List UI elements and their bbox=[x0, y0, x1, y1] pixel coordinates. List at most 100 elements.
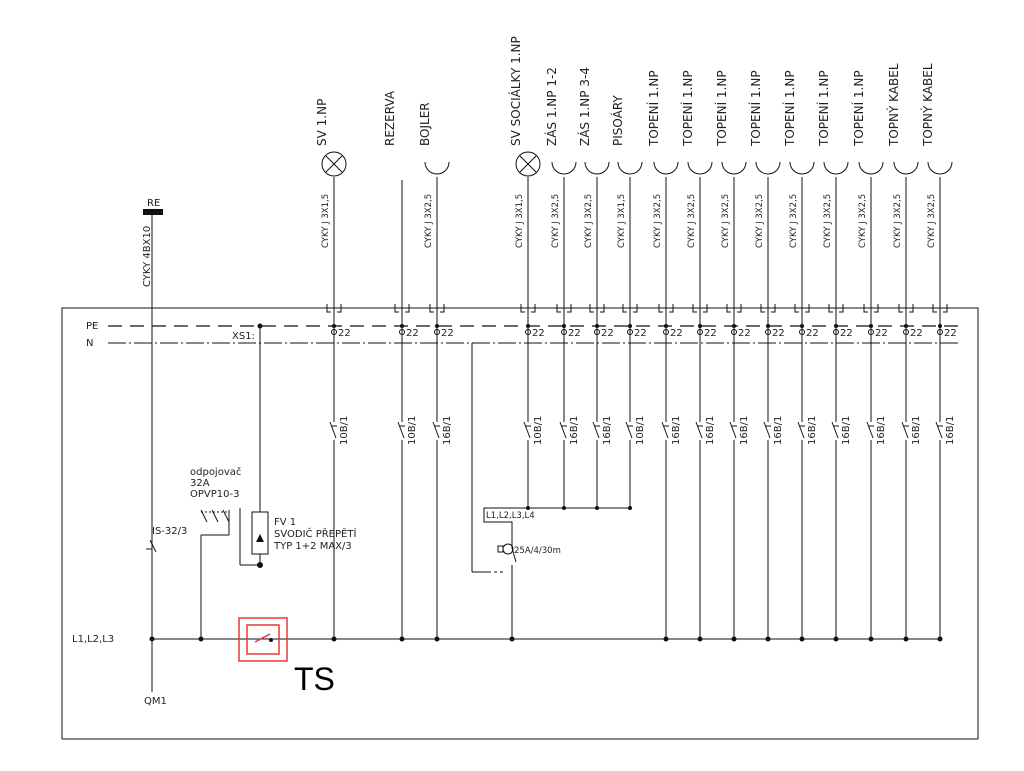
cable-label: CYKY J 3X2,5 bbox=[893, 194, 903, 248]
breaker-contact bbox=[397, 421, 405, 439]
pe-connection-node bbox=[400, 324, 404, 328]
terminal-node bbox=[594, 329, 600, 335]
cable-label: CYKY J 3X2,5 bbox=[653, 194, 663, 248]
lamp-icon bbox=[515, 151, 541, 177]
terminal-node bbox=[765, 329, 771, 335]
phase-bus-node bbox=[833, 636, 839, 642]
circuit-name: TOPENÍ 1.NP bbox=[646, 70, 661, 147]
terminal-node bbox=[525, 329, 531, 335]
circuit-2 bbox=[394, 180, 410, 642]
terminal-node bbox=[731, 329, 737, 335]
circuit-name: SV 1.NP bbox=[315, 99, 329, 146]
arrester-pe-node bbox=[257, 323, 263, 329]
socket-icon bbox=[789, 161, 815, 175]
breaker-contact bbox=[523, 421, 531, 439]
surge-arrester-type: TYP 1+2 MAX/3 bbox=[273, 541, 352, 552]
lamp-cross-icon bbox=[325, 155, 343, 173]
circuit-name: TOPNÝ KABEL bbox=[886, 63, 901, 147]
breaker-label: 16B/1 bbox=[739, 416, 750, 445]
rcd-node bbox=[595, 506, 599, 510]
terminal-label: 22 bbox=[910, 328, 923, 339]
terminal-label: 22 bbox=[875, 328, 888, 339]
terminal-node bbox=[868, 329, 874, 335]
breaker-label: 10B/1 bbox=[635, 416, 646, 445]
pe-connection-node bbox=[766, 324, 770, 328]
circuit-16 bbox=[927, 161, 953, 642]
circuit-name: TOPENÍ 1.NP bbox=[782, 70, 797, 147]
pe-connection-node bbox=[869, 324, 873, 328]
terminal-node bbox=[399, 329, 405, 335]
terminal-label: 22 bbox=[601, 328, 614, 339]
socket-icon bbox=[755, 161, 781, 175]
breaker-contact bbox=[729, 421, 737, 439]
circuit-name: ZÁS 1.NP 3-4 bbox=[577, 67, 592, 146]
phase-bus-node bbox=[331, 636, 337, 642]
pe-connection-node bbox=[904, 324, 908, 328]
socket-icon bbox=[893, 161, 919, 175]
terminal-label: 22 bbox=[670, 328, 683, 339]
breaker-contact bbox=[592, 421, 600, 439]
breaker-contact bbox=[559, 421, 567, 439]
breaker-label: 16B/1 bbox=[807, 416, 818, 445]
rcd-bus-node bbox=[509, 636, 515, 642]
terminal-label: 22 bbox=[532, 328, 545, 339]
socket-icon bbox=[823, 161, 849, 175]
terminal-icon bbox=[622, 304, 638, 313]
breaker-contact bbox=[831, 421, 839, 439]
lamp-cross-icon bbox=[519, 155, 537, 173]
n-bus-label: N bbox=[86, 338, 93, 349]
cable-label: CYKY J 3X2,5 bbox=[551, 194, 561, 248]
cable-label: CYKY J 3X2,5 bbox=[927, 194, 937, 248]
disconnector-rating: 32A bbox=[190, 478, 210, 489]
breaker-label: 16B/1 bbox=[705, 416, 716, 445]
terminal-icon bbox=[658, 304, 674, 313]
surge-arrester-id: FV 1 bbox=[274, 517, 296, 528]
breaker-contact bbox=[901, 421, 909, 439]
terminal-label: 22 bbox=[772, 328, 785, 339]
rcd-node bbox=[562, 506, 566, 510]
socket-icon bbox=[551, 161, 577, 175]
cable-label: CYKY J 3X2,5 bbox=[823, 194, 833, 248]
terminal-label: 22 bbox=[738, 328, 751, 339]
terminal-icon bbox=[794, 304, 810, 313]
surge-arrester-desc: SVODIČ PŘEPĚTÍ bbox=[274, 527, 356, 540]
circuit-name: TOPENÍ 1.NP bbox=[680, 70, 695, 147]
terminal-label: 22 bbox=[840, 328, 853, 339]
pe-connection-node bbox=[834, 324, 838, 328]
breaker-label: 16B/1 bbox=[945, 416, 956, 445]
phase-bus-node bbox=[399, 636, 405, 642]
pe-connection-node bbox=[938, 324, 942, 328]
circuit-6 bbox=[584, 161, 610, 510]
breaker-label: 16B/1 bbox=[602, 416, 613, 445]
socket-icon bbox=[584, 161, 610, 175]
terminal-node bbox=[434, 329, 440, 335]
terminal-icon bbox=[863, 304, 879, 313]
terminal-icon bbox=[726, 304, 742, 313]
cable-label: CYKY J 3X1,5 bbox=[321, 194, 331, 248]
rcd-phases-label: L1,L2,L3,L4 bbox=[486, 511, 535, 521]
circuit-7 bbox=[617, 161, 643, 510]
pe-connection-node bbox=[595, 324, 599, 328]
breaker-label: 16B/1 bbox=[911, 416, 922, 445]
circuit-name: BOJLER bbox=[418, 102, 432, 146]
circuit-13 bbox=[823, 161, 849, 642]
socket-icon bbox=[858, 161, 884, 175]
terminal-node bbox=[799, 329, 805, 335]
breaker-label: 16B/1 bbox=[569, 416, 580, 445]
cable-label: CYKY J 3X1,5 bbox=[515, 194, 525, 248]
breaker-label: 10B/1 bbox=[407, 416, 418, 445]
terminal-icon bbox=[589, 304, 605, 313]
circuit-4 bbox=[515, 151, 541, 510]
terminal-node bbox=[833, 329, 839, 335]
terminal-label: 22 bbox=[568, 328, 581, 339]
phase-bus-node bbox=[868, 636, 874, 642]
circuit-3 bbox=[424, 161, 450, 642]
circuit-name: TOPENÍ 1.NP bbox=[851, 70, 866, 147]
circuit-8 bbox=[653, 161, 679, 642]
phase-bus-node bbox=[697, 636, 703, 642]
circuit-name: ZÁS 1.NP 1-2 bbox=[544, 67, 559, 146]
terminal-icon bbox=[828, 304, 844, 313]
